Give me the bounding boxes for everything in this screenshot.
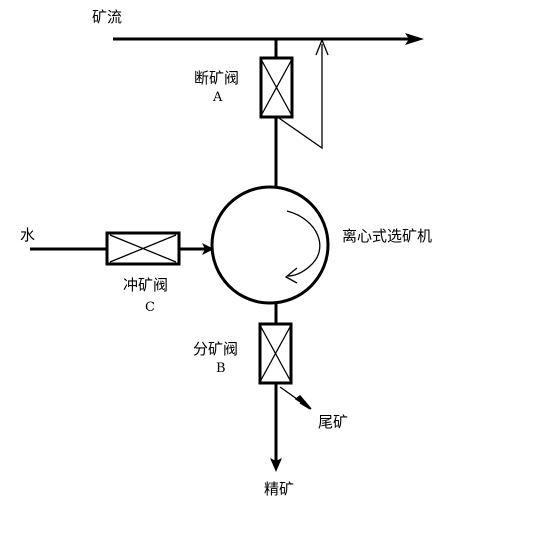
concentrate-arrow xyxy=(270,383,282,472)
bypass-return-line xyxy=(275,38,329,150)
cut-valve-label: 断矿阀 xyxy=(194,69,239,87)
split-valve-b[interactable] xyxy=(258,322,293,385)
centrifugal-separator xyxy=(210,185,330,305)
water-label: 水 xyxy=(20,226,35,244)
water-feed-arrow xyxy=(179,243,214,255)
ore-flow-label: 矿流 xyxy=(92,8,122,26)
separator-label: 离心式选矿机 xyxy=(342,227,432,245)
tailings-arrow xyxy=(279,386,312,410)
flush-valve-label: 冲矿阀 xyxy=(123,276,168,294)
cut-valve-a[interactable] xyxy=(259,56,294,119)
cut-valve-id: A xyxy=(212,90,223,105)
concentrate-label: 精矿 xyxy=(264,480,294,498)
ore-flow-line xyxy=(113,33,424,45)
flush-valve-id: C xyxy=(145,300,155,315)
split-valve-id: B xyxy=(216,361,226,376)
split-valve-label: 分矿阀 xyxy=(193,340,238,358)
flush-valve-c[interactable] xyxy=(105,231,181,266)
tailings-label: 尾矿 xyxy=(318,413,348,431)
